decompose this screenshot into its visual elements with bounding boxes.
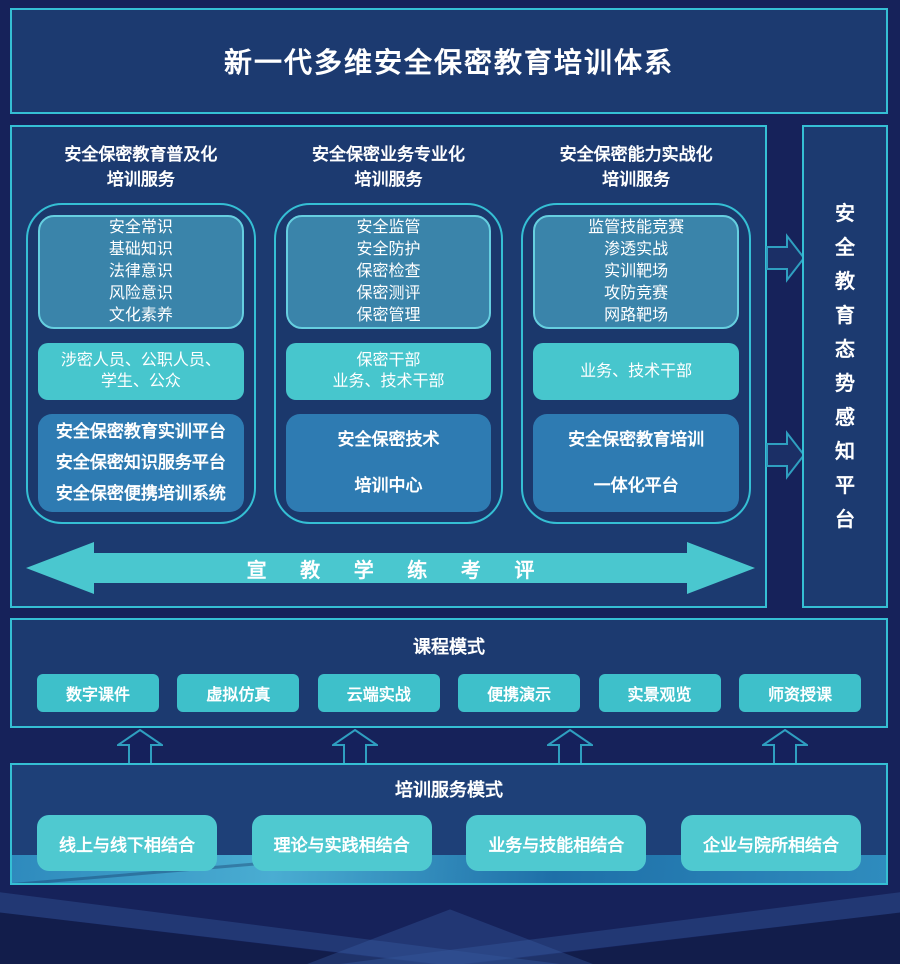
column-container: 监管技能竞赛 渗透实战 实训靶场 攻防竞赛 网路靶场 业务、技术干部 安全保密教… <box>521 203 752 524</box>
course-mode-item: 虚拟仿真 <box>177 674 300 712</box>
sidebar-title: 安全教育态势感知平台 <box>835 202 855 531</box>
service-mode-row: 线上与线下相结合 理论与实践相结合 业务与技能相结合 企业与院所相结合 <box>12 815 886 871</box>
topic-item: 风险意识 <box>108 285 173 302</box>
column-header-line2: 培训服务 <box>354 169 423 189</box>
column-professionalization: 安全保密业务专业化 培训服务 安全监管 安全防护 保密检查 保密测评 保密管理 … <box>273 143 504 606</box>
topic-item: 监管技能竞赛 <box>588 219 685 236</box>
course-mode-item: 数字课件 <box>37 674 159 712</box>
service-mode-title: 培训服务模式 <box>395 780 503 800</box>
course-mode-item: 师资授课 <box>738 674 861 712</box>
course-mode-item: 云端实战 <box>317 674 440 712</box>
topic-item: 渗透实战 <box>604 241 669 258</box>
audience-line: 保密干部 <box>356 352 421 370</box>
topic-item: 攻防竞赛 <box>604 285 669 302</box>
topic-item: 安全常识 <box>108 219 173 236</box>
column-header-line2: 培训服务 <box>106 169 175 189</box>
topic-item: 安全监管 <box>356 219 421 236</box>
up-arrow-icon <box>332 729 378 765</box>
flow-arrow-label: 宣 教 学 练 考 评 <box>246 559 549 582</box>
column-header: 安全保密教育普及化 培训服务 <box>26 143 256 195</box>
bottom-decoration <box>0 886 900 964</box>
platform-box: 安全保密技术 培训中心 <box>285 413 492 512</box>
topic-item: 网路靶场 <box>604 307 669 324</box>
column-header: 安全保密业务专业化 培训服务 <box>274 143 504 195</box>
column-practical: 安全保密能力实战化 培训服务 监管技能竞赛 渗透实战 实训靶场 攻防竞赛 网路靶… <box>521 143 752 606</box>
topic-item: 基础知识 <box>108 241 173 258</box>
course-mode-item: 便携演示 <box>458 674 581 712</box>
training-services-panel: 安全保密教育普及化 培训服务 安全常识 基础知识 法律意识 风险意识 文化素养 … <box>10 125 767 608</box>
platform-line: 一体化平台 <box>593 475 679 495</box>
column-header-line2: 培训服务 <box>602 169 671 189</box>
platform-box: 安全保密教育培训 一体化平台 <box>533 413 740 512</box>
column-header-line1: 安全保密能力实战化 <box>559 145 713 164</box>
audience-box: 涉密人员、公职人员、 学生、公众 <box>38 343 244 400</box>
service-mode-item: 线上与线下相结合 <box>37 815 217 871</box>
right-arrow-icon <box>766 233 806 283</box>
topic-list: 监管技能竞赛 渗透实战 实训靶场 攻防竞赛 网路靶场 <box>533 215 740 329</box>
column-container: 安全监管 安全防护 保密检查 保密测评 保密管理 保密干部 业务、技术干部 安全… <box>273 203 504 524</box>
course-mode-row: 数字课件 虚拟仿真 云端实战 便携演示 实景观览 师资授课 <box>12 674 886 712</box>
course-mode-item: 实景观览 <box>598 674 721 712</box>
right-arrow-icon <box>766 430 806 480</box>
training-service-mode-panel: 培训服务模式 线上与线下相结合 理论与实践相结合 业务与技能相结合 企业与院所相… <box>10 763 888 885</box>
column-header-line1: 安全保密业务专业化 <box>312 145 465 164</box>
topic-item: 文化素养 <box>108 307 173 324</box>
audience-line: 业务、技术干部 <box>580 362 693 380</box>
situation-awareness-platform-panel: 安全教育态势感知平台 <box>802 125 888 608</box>
flow-arrow: 宣 教 学 练 考 评 <box>26 540 755 596</box>
up-arrow-icon <box>547 729 593 765</box>
up-arrow-icon <box>762 729 808 765</box>
column-header: 安全保密能力实战化 培训服务 <box>521 143 751 195</box>
title-banner: 新一代多维安全保密教育培训体系 <box>10 8 888 114</box>
audience-line: 学生、公众 <box>100 373 181 391</box>
audience-box: 保密干部 业务、技术干部 <box>285 343 492 400</box>
up-arrow-icon <box>117 729 163 765</box>
audience-line: 业务、技术干部 <box>332 373 445 391</box>
double-arrow-icon <box>26 542 755 594</box>
topic-item: 实训靶场 <box>604 263 669 280</box>
column-popularization: 安全保密教育普及化 培训服务 安全常识 基础知识 法律意识 风险意识 文化素养 … <box>26 143 256 606</box>
course-mode-panel: 课程模式 数字课件 虚拟仿真 云端实战 便携演示 实景观览 师资授课 <box>10 618 888 728</box>
platform-line: 安全保密教育实训平台 <box>55 422 226 442</box>
service-mode-item: 业务与技能相结合 <box>466 815 647 871</box>
audience-line: 涉密人员、公职人员、 <box>60 352 221 370</box>
topic-item: 保密管理 <box>356 307 421 324</box>
platform-line: 安全保密便携培训系统 <box>55 484 226 504</box>
column-header-line1: 安全保密教育普及化 <box>64 145 218 164</box>
topic-item: 法律意识 <box>108 263 173 280</box>
platform-box: 安全保密教育实训平台 安全保密知识服务平台 安全保密便携培训系统 <box>38 413 244 512</box>
service-mode-item: 理论与实践相结合 <box>251 815 432 871</box>
platform-line: 安全保密教育培训 <box>568 429 705 449</box>
platform-line: 安全保密知识服务平台 <box>55 453 226 473</box>
topic-item: 保密检查 <box>356 263 421 280</box>
topic-item: 保密测评 <box>356 285 421 302</box>
page-title: 新一代多维安全保密教育培训体系 <box>223 47 674 78</box>
audience-box: 业务、技术干部 <box>533 343 740 400</box>
course-mode-title: 课程模式 <box>413 637 485 657</box>
service-mode-item: 企业与院所相结合 <box>680 815 861 871</box>
platform-line: 培训中心 <box>354 475 423 495</box>
platform-line: 安全保密技术 <box>337 429 440 449</box>
topic-item: 安全防护 <box>356 241 421 258</box>
topic-list: 安全常识 基础知识 法律意识 风险意识 文化素养 <box>38 215 244 329</box>
column-container: 安全常识 基础知识 法律意识 风险意识 文化素养 涉密人员、公职人员、 学生、公… <box>26 203 256 524</box>
topic-list: 安全监管 安全防护 保密检查 保密测评 保密管理 <box>285 215 492 329</box>
